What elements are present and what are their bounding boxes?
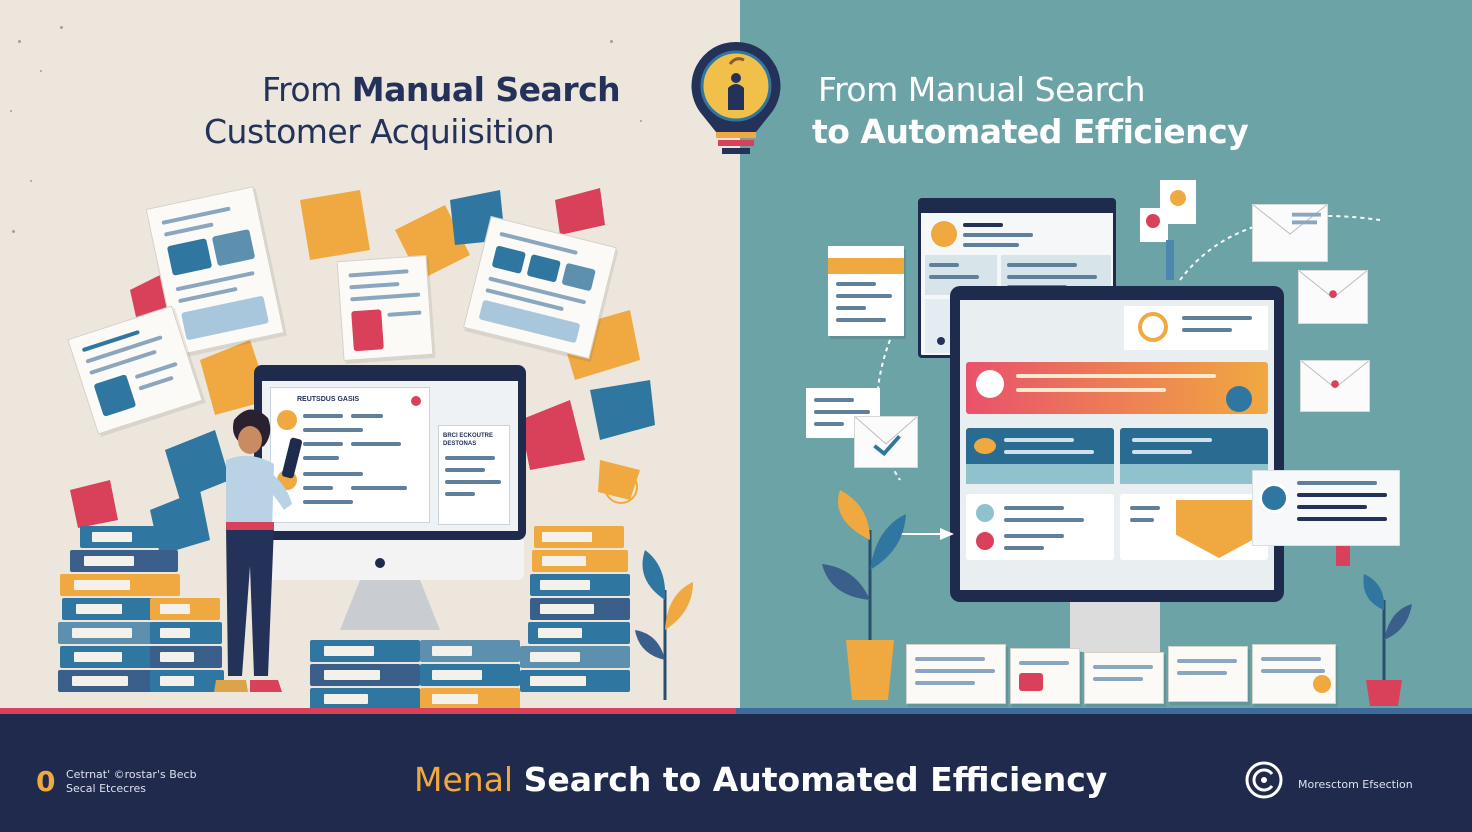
shield-icon xyxy=(1176,500,1262,558)
status-dot-icon xyxy=(937,337,945,345)
left-monitor: REUTSDUS GASIS BRCI ECKOUTRE DESTONAS xyxy=(254,365,526,540)
left-heading-line2: Customer Acquiisition xyxy=(204,112,555,151)
footer-left-line2: Secal Etcecres xyxy=(66,782,146,795)
speckle xyxy=(18,40,21,43)
speckle xyxy=(60,26,63,29)
side-card-title: BRCI ECKOUTRE DESTONAS xyxy=(443,433,494,447)
left-heading-bold: Manual Search xyxy=(351,70,621,109)
avatar-icon xyxy=(277,410,297,430)
dashboard-titlebar xyxy=(921,201,1113,213)
footer-logo: 0 xyxy=(36,766,60,798)
left-panel: From Manual Search Customer Acquiisition xyxy=(0,0,740,712)
speckle xyxy=(10,110,12,112)
left-heading-line1: From Manual Search xyxy=(262,70,621,109)
envelope-icon xyxy=(1298,270,1368,324)
envelope-icon xyxy=(854,416,918,468)
flying-papers-illustration xyxy=(70,188,655,555)
desk-documents xyxy=(906,644,1336,706)
speckle xyxy=(30,180,32,182)
right-heading-line1: From Manual Search xyxy=(818,70,1146,109)
left-monitor-screen: REUTSDUS GASIS BRCI ECKOUTRE DESTONAS xyxy=(262,381,518,531)
right-heading-line2: to Automated Efficiency xyxy=(812,112,1249,151)
plant-illustration xyxy=(822,490,906,700)
banner-icon xyxy=(976,370,1004,398)
left-heading-prefix: From xyxy=(262,70,352,109)
divider-line xyxy=(0,708,1472,714)
screen-tile xyxy=(1120,428,1268,484)
gauge-icon xyxy=(1138,312,1168,342)
screen-banner xyxy=(966,362,1268,414)
tile-icon xyxy=(976,532,994,550)
profile-icon xyxy=(931,221,957,247)
tag-pin xyxy=(1336,546,1350,566)
tile-footer xyxy=(1120,464,1268,484)
speckle xyxy=(40,70,42,72)
left-monitor-chin xyxy=(256,540,524,580)
power-button-icon xyxy=(375,558,385,568)
envelope-icon xyxy=(1252,204,1328,262)
document-sheet xyxy=(336,254,434,362)
screen-top-card xyxy=(1124,306,1268,350)
footer-title-main: Search to Automated Efficiency xyxy=(523,760,1108,799)
lead-card-header xyxy=(828,258,904,274)
footer-logo-glyph: 0 xyxy=(36,765,56,798)
person-illustration xyxy=(214,409,303,692)
speckle xyxy=(640,120,642,122)
footer-title: Menal Search to Automated Efficiency xyxy=(414,760,1107,799)
plant-illustration xyxy=(1363,574,1412,706)
plant-illustration xyxy=(635,550,693,700)
tile-icon xyxy=(974,438,996,454)
footer-left-line1: Cetrnat' ©rostar's Becb xyxy=(66,768,197,781)
right-monitor xyxy=(950,286,1284,602)
screen-tile xyxy=(1120,494,1268,560)
footer xyxy=(0,714,1472,832)
brand-logo-icon xyxy=(1245,761,1283,799)
insight-card xyxy=(1252,470,1400,546)
lead-card xyxy=(828,246,904,336)
speckle xyxy=(12,230,15,233)
footer-title-accent: Menal xyxy=(414,760,524,799)
speckle xyxy=(610,40,613,43)
lightbulb-icon xyxy=(691,41,781,154)
tag-card xyxy=(1140,208,1168,242)
screen-tile xyxy=(966,494,1114,560)
right-monitor-screen xyxy=(960,300,1274,590)
right-panel: From Manual Search to Automated Efficien… xyxy=(740,0,1472,712)
target-icon xyxy=(604,470,638,504)
results-header: REUTSDUS GASIS xyxy=(297,396,360,403)
tile-footer xyxy=(966,464,1114,484)
side-card: BRCI ECKOUTRE DESTONAS xyxy=(438,425,510,525)
right-monitor-stand xyxy=(1070,602,1160,652)
network-icon xyxy=(1259,483,1289,513)
screen-tile xyxy=(966,428,1114,484)
hanging-cord xyxy=(1166,240,1174,280)
alert-dot-icon xyxy=(411,396,421,406)
footer-right-label: Moresctom Efsection xyxy=(1298,778,1413,791)
tile-icon xyxy=(976,504,994,522)
globe-icon xyxy=(1226,386,1252,412)
envelope-icon xyxy=(1300,360,1370,412)
flying-shape xyxy=(70,188,655,555)
